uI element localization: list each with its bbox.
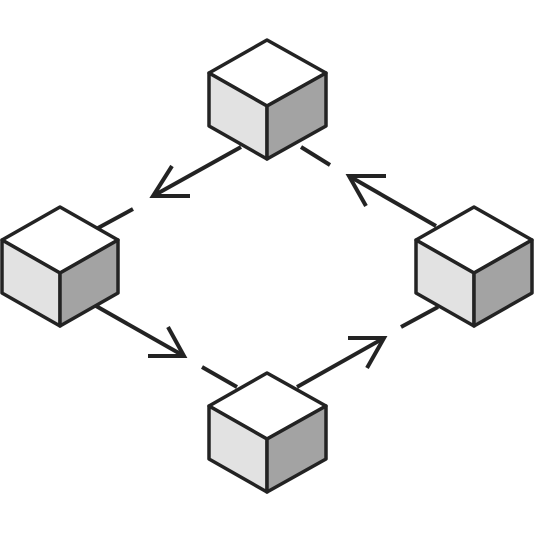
cube-icon [207, 38, 328, 161]
connector-line [348, 174, 437, 228]
cube-icon [414, 205, 534, 328]
arrowhead-icon [148, 326, 188, 358]
arrowhead-icon [348, 336, 388, 369]
connector-dash [400, 305, 439, 329]
connector-line [152, 145, 242, 198]
arrowhead-icon [149, 164, 190, 198]
connector-dash [97, 207, 134, 230]
connector-bottom-to-right [296, 305, 439, 389]
connector-left-to-bottom [95, 304, 238, 389]
connector-right-to-top [345, 174, 437, 228]
connector-top-to-left [97, 145, 332, 230]
connector-line [296, 336, 385, 389]
connector-dash [299, 145, 332, 167]
cube-icon [0, 205, 120, 328]
arrowhead-icon [345, 174, 386, 207]
cube-icon [207, 371, 328, 494]
connector-dash [201, 365, 238, 389]
connector-line [95, 304, 185, 358]
